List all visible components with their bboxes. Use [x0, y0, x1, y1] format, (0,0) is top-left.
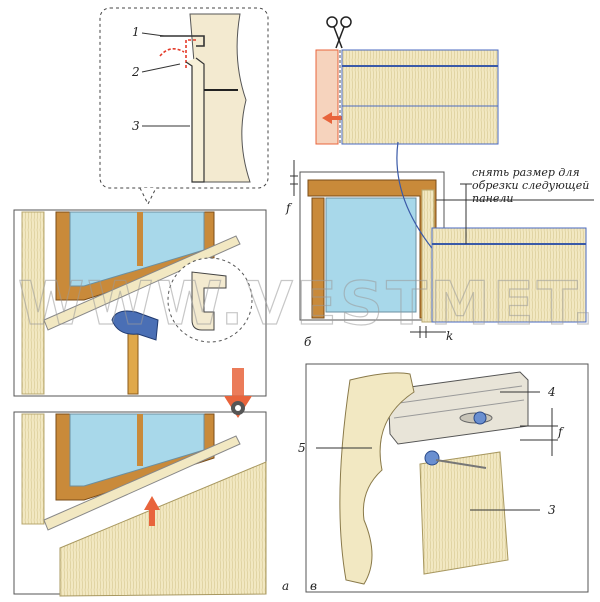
note-line-2: обрезки следующей	[472, 179, 589, 192]
callout-pointer	[139, 187, 157, 206]
label-f-top: f	[285, 201, 293, 215]
note-line-3: панели	[472, 192, 514, 205]
j-channel-profile	[160, 35, 205, 47]
shingle-panel-top	[341, 49, 499, 145]
label-v: в	[310, 579, 317, 593]
leader-2	[141, 63, 181, 73]
cut-piece	[315, 49, 339, 145]
note-line-1: снять размер для	[472, 166, 580, 179]
shingle-panels	[59, 461, 267, 597]
arrow-down-marker	[224, 368, 252, 418]
hammer	[111, 310, 159, 395]
panel-profile	[185, 57, 205, 183]
hammer-head	[111, 310, 159, 341]
under-sill-trim-bottom	[43, 435, 241, 531]
window-jamb-b	[311, 197, 325, 319]
label-4: 4	[547, 385, 556, 399]
nail-head-4	[473, 411, 487, 425]
starter-strip-ribs	[391, 385, 525, 419]
panel-start-strip: 4 5 3 f в	[298, 363, 589, 593]
label-3-detail: 3	[132, 119, 140, 133]
label-k: k	[446, 329, 453, 343]
move-arrow	[396, 141, 441, 259]
under-sill-trim	[43, 235, 241, 331]
scissors-icon	[326, 16, 352, 49]
label-3-v: 3	[548, 503, 556, 517]
siding-column	[21, 211, 45, 395]
punch-detail-profile	[191, 271, 227, 331]
finishing-strip	[159, 39, 196, 70]
label-5: 5	[298, 441, 306, 455]
leader-1	[141, 32, 165, 37]
panel-3	[419, 451, 509, 575]
outside-corner-5	[339, 372, 415, 585]
label-2: 2	[131, 65, 140, 79]
panel-window-trim	[13, 209, 267, 397]
arrow-up	[144, 496, 160, 526]
arrow-left	[322, 112, 346, 124]
watermark: WWW.VESTMET.RU	[18, 269, 600, 339]
label-f-bottom: f	[557, 425, 565, 439]
nail-shank	[435, 459, 487, 469]
label-a: а	[282, 579, 289, 593]
nail-head-3	[424, 450, 440, 466]
label-1: 1	[132, 25, 140, 39]
detail-callout: 1 2 3	[99, 7, 269, 206]
panel-panel-install: а	[13, 368, 289, 597]
wall-section	[189, 13, 251, 183]
window-glass-b	[325, 197, 417, 313]
siding-column-bottom	[21, 413, 45, 525]
panel-measure: f снять размер для обрезки следующей пан…	[285, 16, 594, 349]
punch-detail-circle	[167, 257, 253, 343]
label-b: б	[304, 335, 312, 349]
